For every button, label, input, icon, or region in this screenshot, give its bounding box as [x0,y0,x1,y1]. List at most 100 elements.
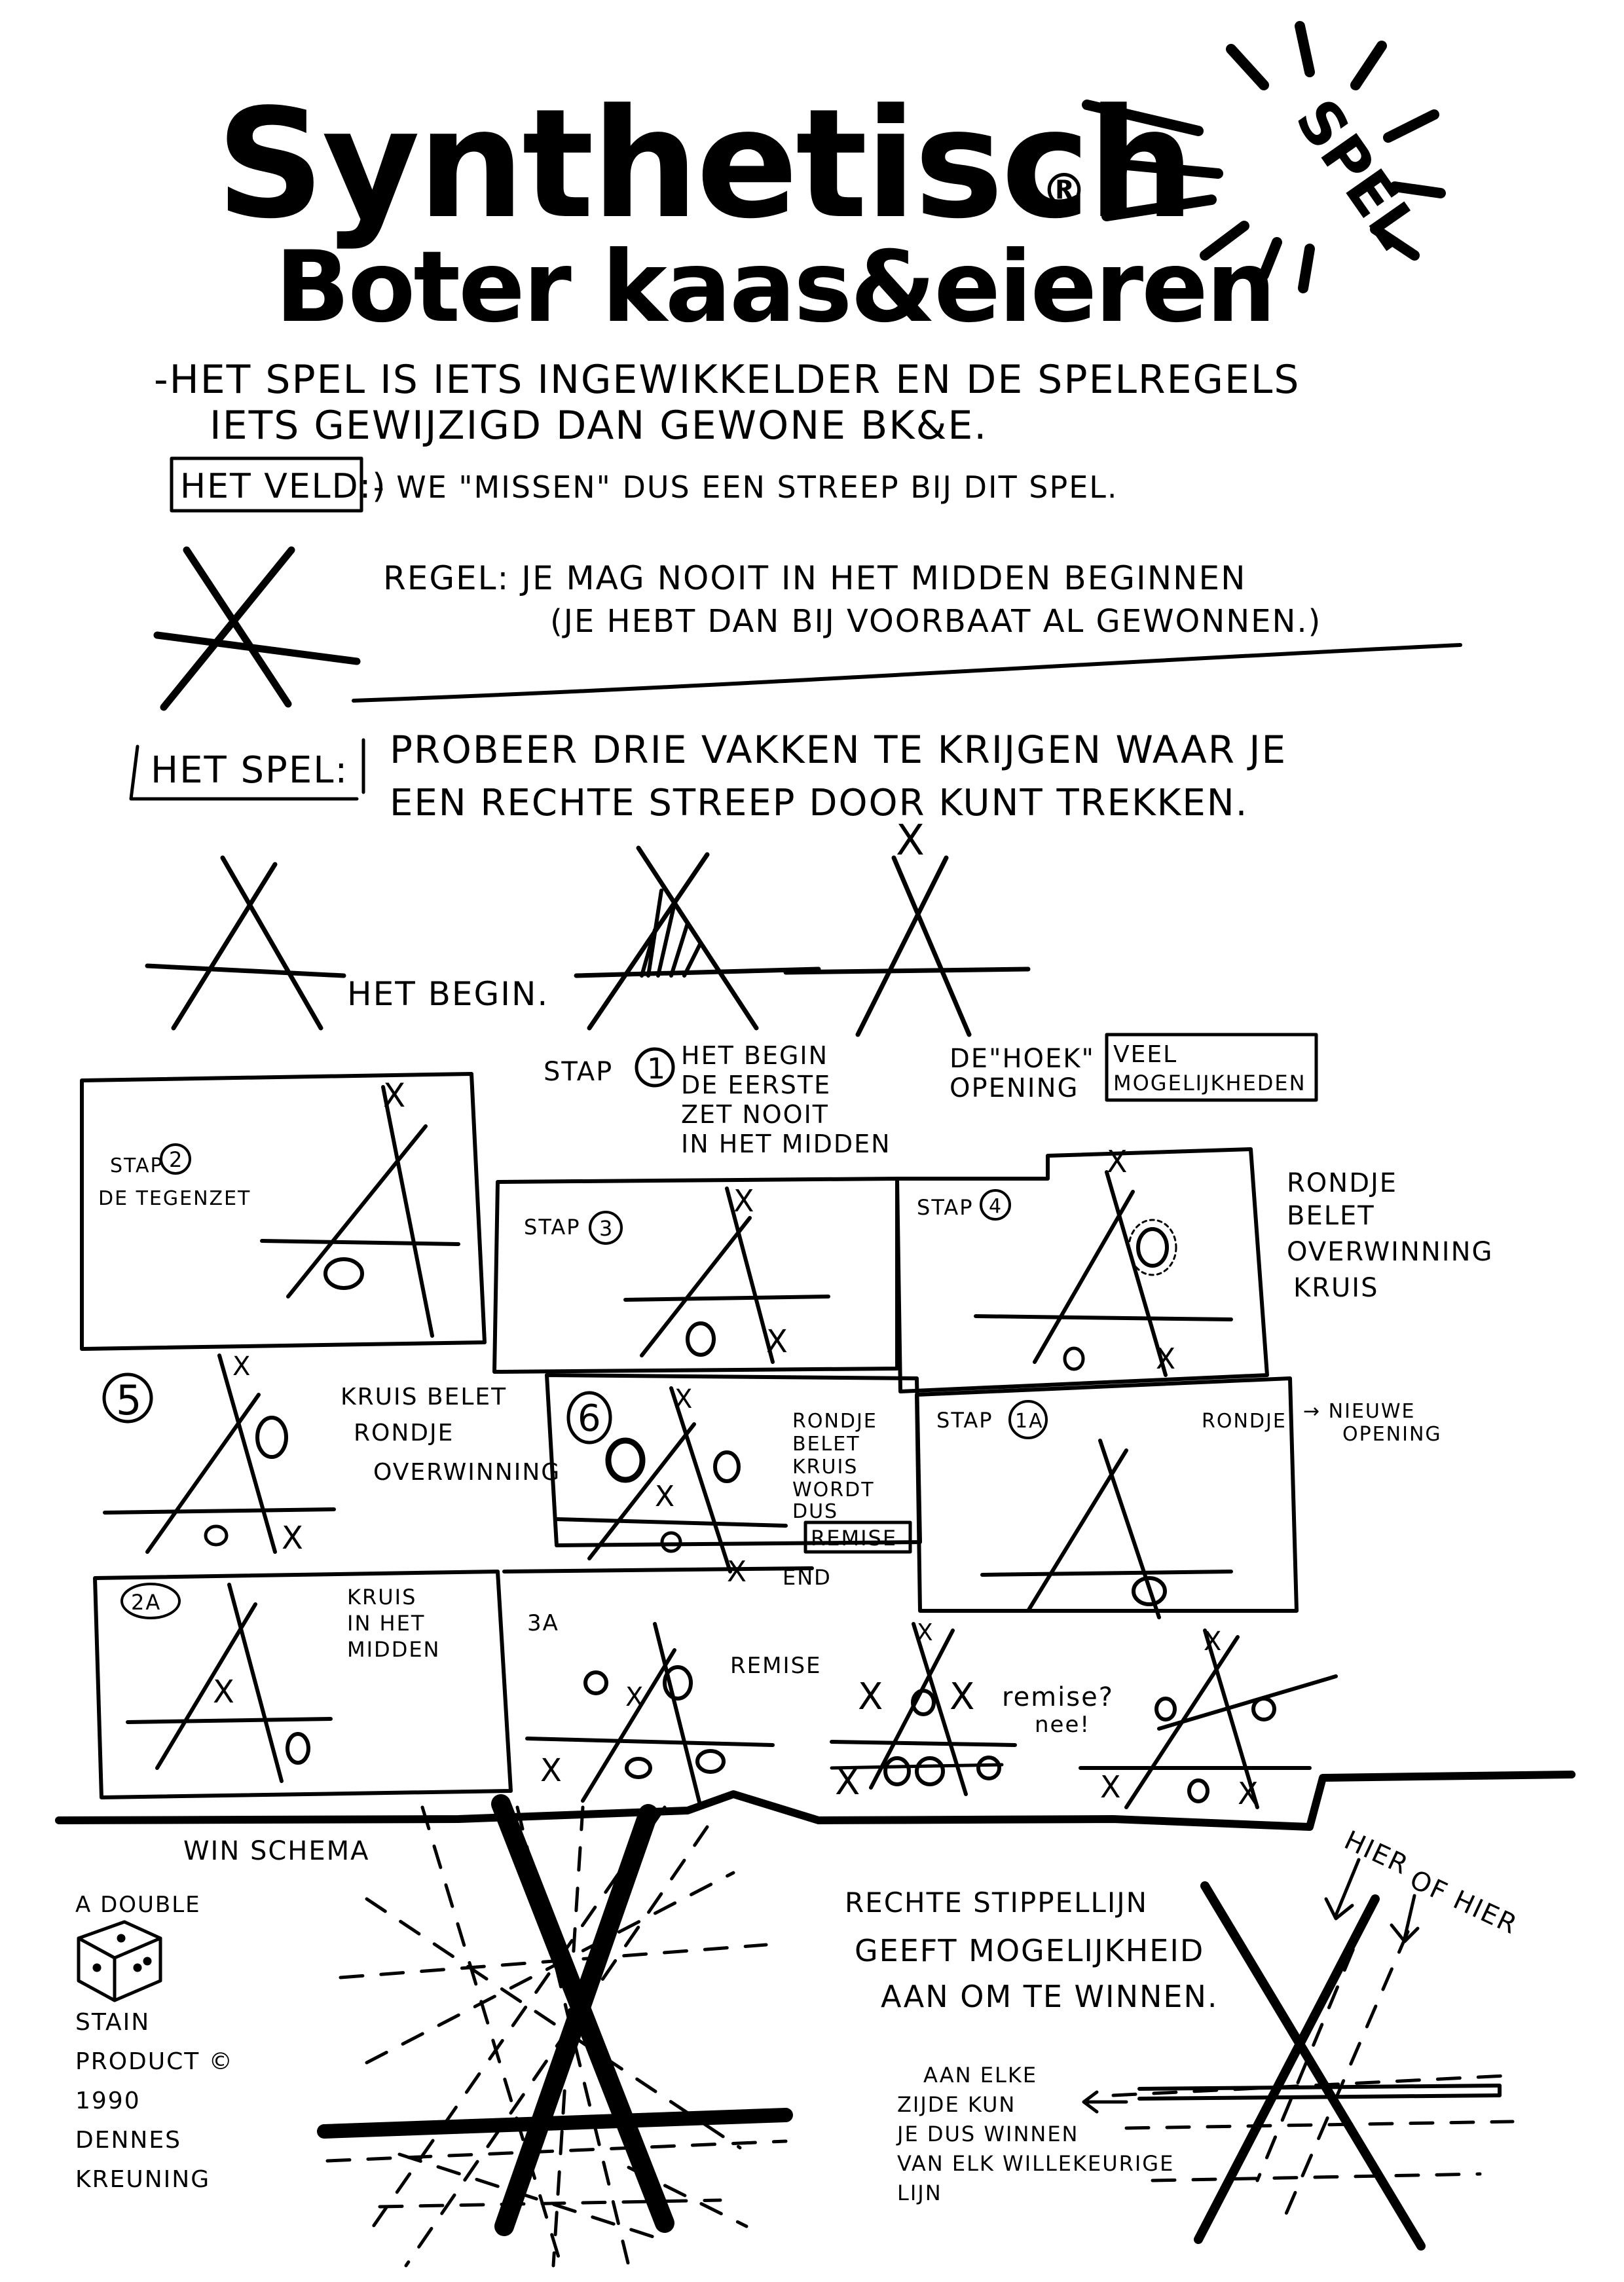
rbk-3: KRUIS [792,1456,858,1479]
aan-elke-3: JE DUS WINNEN [896,2122,1079,2146]
hoek-label-2: OPENING [950,1073,1079,1103]
regel-line1: REGEL: JE MAG NOOIT IN HET MIDDEN BEGINN… [383,559,1247,597]
panel-step3a: 3A X X [502,1566,814,1809]
aan-elke-5: LIJN [897,2181,942,2205]
credit-6: KREUNING [75,2166,210,2193]
stap1-text-3: ZET NOOIT [681,1100,829,1129]
panel-stap1a: STAP 1A RONDJE [915,1376,1299,1619]
spel-label: HET SPEL: [151,749,348,792]
title-main: Synthetisch [216,77,1192,252]
rechte-3: AAN OM TE WINNEN. [881,1979,1219,2014]
intro-line2: IETS GEWIJZIGD DAN GEWONE BK&E. [210,403,987,449]
win-schema [317,1794,793,2274]
credit-3: PRODUCT © [75,2048,234,2075]
svg-text:X: X [213,1674,236,1710]
stap1a-number: 1A [1015,1410,1044,1433]
aan-elke-1: AAN ELKE [923,2063,1037,2088]
remise-label: REMISE [730,1653,822,1679]
remise-box [803,1520,912,1554]
begin-grid-3 [783,855,1031,1037]
stap1a-label: STAP [936,1408,993,1433]
separator-top [352,643,1462,703]
rbk-1: RONDJE [792,1410,877,1433]
kruis-belet-1: KRUIS BELET [341,1384,507,1410]
hier-1: HIER [1340,1825,1414,1881]
remise-question-grid: X X X X [830,1619,1017,1803]
rechte-2: GEEFT MOGELIJKHEID [855,1933,1204,1968]
title-block: Synthetisch ® Boter kaas&eieren [216,77,1276,344]
spel-badge: SPEL [1282,87,1432,261]
nieuwe-1: → NIEUWE [1303,1400,1416,1423]
credit-5: DENNES [75,2127,181,2154]
stap3-label: STAP [524,1215,581,1240]
spel-block: HET SPEL: PROBEER DRIE VAKKEN TE KRIJGEN… [129,727,1287,824]
credit-4: 1990 [75,2088,141,2114]
rbk-5: DUS [792,1500,838,1523]
veel-text-1: VEEL [1113,1041,1177,1068]
svg-text:X: X [540,1752,563,1789]
win-schema-label: WIN SCHEMA [183,1836,370,1866]
spel-line1: PROBEER DRIE VAKKEN TE KRIJGEN WAAR JE [390,727,1287,772]
intro-line1: -HET SPEL IS IETS INGEWIKKELDER EN DE SP… [154,357,1300,403]
remise-q-1: remise? [1002,1682,1114,1712]
veel-text-2: MOGELIJKHEDEN [1113,1071,1306,1095]
final-cross-grid: X X X [1079,1627,1338,1811]
field-diagram-intro [153,546,361,711]
title-sub: Boter kaas&eieren [275,230,1274,344]
kruis-belet-2: RONDJE [354,1420,454,1446]
stap2-label: STAP [110,1154,164,1177]
stap1-number: 1 [647,1052,667,1086]
svg-text:X: X [858,1676,884,1718]
panel-step2a: 2A X [93,1570,513,1799]
veld-label-box [170,456,363,513]
veld-label: HET VELD:) [180,467,387,506]
begin-label: HET BEGIN. [347,975,549,1013]
stap4-number: 4 [989,1195,1003,1218]
rbk-2: BELET [792,1433,860,1456]
rondje-belet-3: OVERWINNING [1287,1237,1494,1267]
svg-text:X: X [766,1323,789,1360]
kruis-midden-2: IN HET [347,1611,425,1636]
veld-text: - WE "MISSEN" DUS EEN STREEP BIJ DIT SPE… [373,469,1118,505]
stap2-text: DE TEGENZET [98,1187,251,1210]
svg-text:X: X [232,1352,251,1382]
separator-bottom [55,1771,1576,1831]
rbk-4: WORDT [792,1479,875,1501]
svg-text:X: X [1107,1144,1129,1179]
nieuwe-2: OPENING [1342,1423,1442,1446]
hier-2: OF HIER [1405,1864,1522,1940]
svg-text:X: X [655,1480,676,1513]
kruis-belet-3: OVERWINNING [373,1459,561,1486]
begin-grid-1 [145,855,346,1031]
svg-text:X: X [625,1682,644,1712]
credit-2: STAIN [75,2009,150,2036]
kruis-midden-1: KRUIS [347,1585,416,1610]
stap4-label: STAP [917,1195,974,1220]
credit-block: A DOUBLE STAIN PRODUCT © 1990 DENNES KRE… [75,1892,234,2193]
rondje-belet-4: KRUIS [1293,1273,1379,1303]
regel-line2: (JE HEBT DAN BIJ VOORBAAT AL GEWONNEN.) [550,603,1321,640]
svg-text:X: X [950,1676,976,1718]
panel-step5: 5 X X [102,1352,336,1556]
svg-text:X: X [383,1077,407,1114]
hoek-label-1: DE"HOEK" [950,1044,1095,1074]
stap1-text-1: HET BEGIN [681,1041,828,1070]
step3a-label: 3A [527,1610,559,1636]
stap1-text-2: DE EERSTE [681,1071,831,1099]
svg-text:X: X [1100,1769,1122,1805]
stap1-circle [635,1047,675,1088]
aan-elke-4: VAN ELK WILLEKEURIGE [897,2151,1174,2176]
svg-text:X: X [727,1555,748,1589]
stap2-number: 2 [169,1147,183,1172]
title-registered: ® [1041,164,1087,217]
svg-text:X: X [917,1619,934,1646]
spel-starburst [1082,21,1446,293]
kruis-midden-3: MIDDEN [347,1637,440,1662]
step6-number: 6 [578,1397,602,1440]
stap3-number: 3 [599,1216,614,1241]
aan-elke-2: ZIJDE KUN [897,2092,1016,2117]
panel-stap3: STAP 3 X X [492,1177,899,1374]
spel-line2: EEN RECHTE STREEP DOOR KUNT TREKKEN. [390,782,1248,824]
remise-box-text: REMISE [811,1526,897,1551]
panel-stap2: STAP 2 DE TEGENZET X [80,1072,487,1351]
